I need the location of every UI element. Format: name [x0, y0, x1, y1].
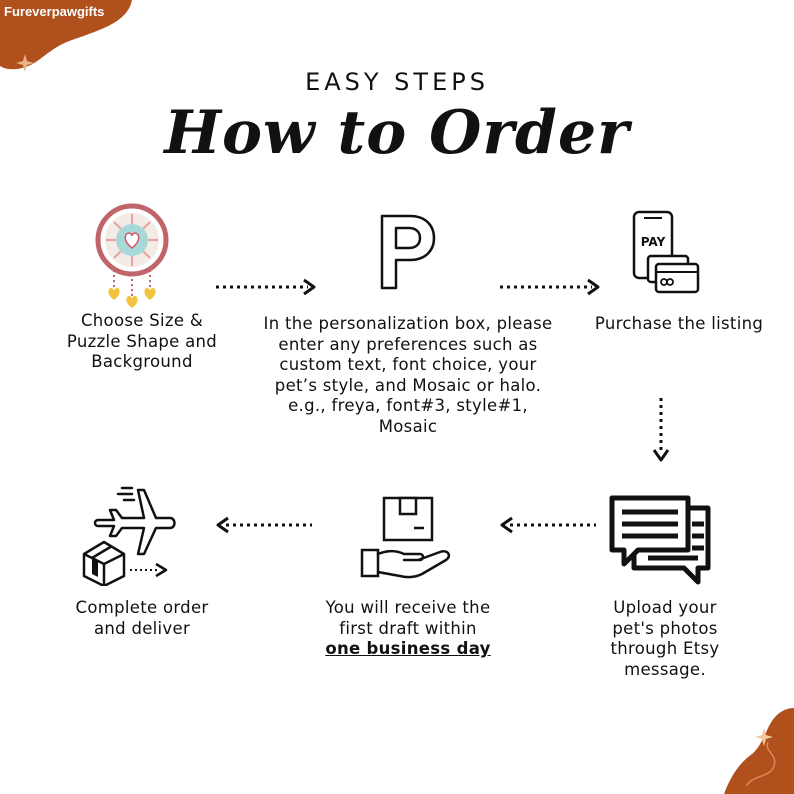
step-6-label: Complete order and deliver: [75, 598, 209, 638]
step-1-label: Choose Size & Puzzle Shape and Backgroun…: [66, 311, 218, 371]
step-4-label: Upload your pet's photos through Etsy me…: [610, 598, 720, 679]
chat-bubbles-icon: [609, 495, 711, 585]
letter-p-icon: [380, 214, 436, 290]
arrow-step4-to-step5: [500, 516, 596, 534]
subtitle: EASY STEPS: [305, 68, 489, 96]
pay-phone-card-icon: PAY: [632, 210, 700, 294]
arrow-step2-to-step3: [500, 278, 600, 296]
page-title: How to Order: [164, 98, 630, 168]
arrow-step1-to-step2: [216, 278, 316, 296]
brand-name: Fureverpawgifts: [4, 4, 105, 19]
step-5-text: You will receive the first draft within: [325, 598, 491, 638]
step-2-label: In the personalization box, please enter…: [263, 314, 553, 436]
arrow-step3-to-step4: [652, 398, 670, 462]
hand-package-icon: [360, 496, 451, 579]
step-3-label: Purchase the listing: [594, 314, 764, 333]
decorative-corner-shape: [724, 708, 794, 794]
pay-label: PAY: [641, 235, 666, 249]
step-5-emphasis: one business day: [325, 639, 491, 658]
airplane-box-icon: [82, 486, 176, 586]
arrow-step5-to-step6: [216, 516, 312, 534]
step-5-label: You will receive the first draft within …: [322, 598, 494, 660]
dreamcatcher-icon: [95, 203, 169, 308]
brand-corner-shape: [0, 0, 132, 72]
